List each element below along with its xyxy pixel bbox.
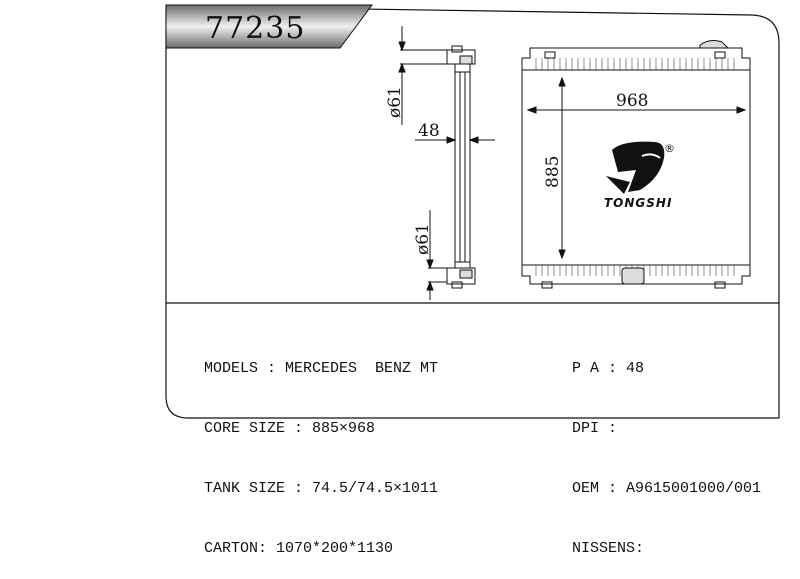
spec-row-oem: OEM : A9615001000/001 [572,480,762,497]
spec-row-core-size: CORE SIZE : 885×968 [204,420,376,437]
front-view [521,40,751,289]
brand-name: TONGSHI [604,196,672,210]
spec-row-carton: CARTON: 1070*200*1130 [204,540,394,557]
thickness-dim: 48 [418,121,440,141]
spec-row-models: MODELS : MERCEDES BENZ MT [204,360,439,377]
drawing-sheet: 77235 ø61 ø61 48 [165,4,780,419]
spec-row-tank-size: TANK SIZE : 74.5/74.5×1011 [204,480,439,497]
spec-row-dpi: DPI : [572,420,627,437]
spec-row-nissens: NISSENS: [572,540,645,557]
part-number-banner [165,4,373,49]
part-number: 77235 [205,11,305,46]
top-port-dim: ø61 [385,86,405,118]
width-dim: 968 [616,91,648,111]
tongshi-emblem-icon [606,141,665,194]
specs-left: MODELS : MERCEDES BENZ MT CORE SIZE : 88… [204,319,438,579]
tongshi-logo: TONGSHI ® [604,141,675,210]
bottom-port-dim: ø61 [413,223,433,255]
height-dim: 885 [543,156,563,188]
spec-row-pa: P A : 48 [572,360,645,377]
registered-mark: ® [664,142,675,155]
sheet-frame [165,5,780,419]
side-view [398,26,495,300]
specs-right: P A : 48 DPI : OEM : A9615001000/001 NIS… [572,319,761,579]
